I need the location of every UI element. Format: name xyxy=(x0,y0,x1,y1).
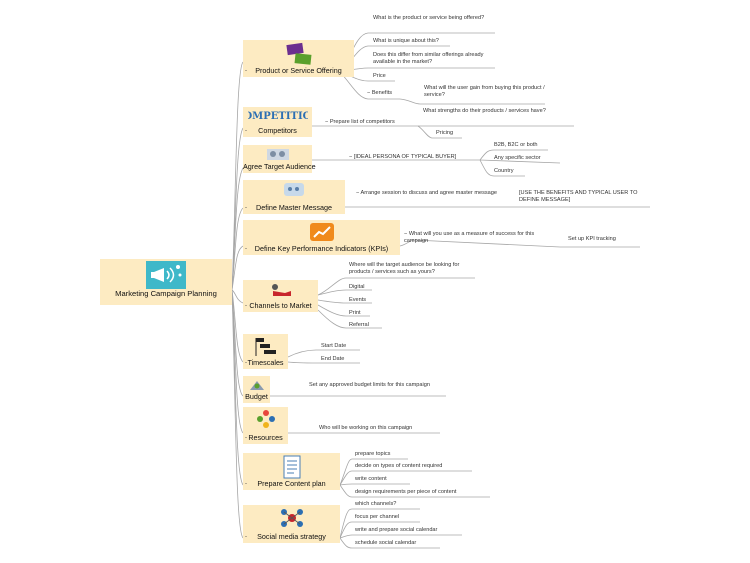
leaf-social-calendar[interactable]: write and prepare social calendar xyxy=(355,527,438,533)
branch-resources[interactable]: - Resources xyxy=(243,407,288,444)
leaf-prepare-list[interactable]: − Prepare list of competitors xyxy=(325,119,395,125)
branch-label: Social media strategy xyxy=(257,532,326,541)
product-boxes-icon xyxy=(285,42,313,71)
leaf-focus-channel[interactable]: focus per channel xyxy=(355,514,400,520)
leaf-differ[interactable]: Does this differ from similar offerings … xyxy=(373,52,484,65)
leaf-user-gain[interactable]: What will the user gain from buying this… xyxy=(424,85,545,98)
branch-label: Prepare Content plan xyxy=(257,479,326,488)
branch-label: Competitors xyxy=(258,126,297,135)
branch-label: Product or Service Offering xyxy=(255,66,342,75)
branch-competitors[interactable]: COMPETITION - Competitors xyxy=(235,107,320,137)
budget-icon xyxy=(248,378,266,397)
leaf-referral[interactable]: Referral xyxy=(349,322,369,328)
leaf-unique[interactable]: What is unique about this? xyxy=(373,38,439,44)
leaf-where-looking[interactable]: Where will the target audience be lookin… xyxy=(349,262,460,275)
branch-kpis[interactable]: - Define Key Performance Indicators (KPI… xyxy=(243,220,400,255)
branch-budget[interactable]: - Budget xyxy=(243,376,270,403)
branch-label: Agree Target Audience xyxy=(243,162,316,171)
leaf-print[interactable]: Print xyxy=(349,310,361,316)
branch-timescales[interactable]: - Timescales xyxy=(243,334,288,369)
resources-icon xyxy=(256,409,276,434)
message-icon xyxy=(283,182,305,205)
megaphone-icon xyxy=(146,261,186,294)
kpi-chart-icon xyxy=(309,222,335,247)
branch-label: Timescales xyxy=(247,358,284,367)
leaf-write-content[interactable]: write content xyxy=(355,476,387,482)
leaf-content-types[interactable]: decide on types of content required xyxy=(355,463,443,469)
social-network-icon xyxy=(280,507,304,534)
branch-label: Budget xyxy=(245,392,268,401)
branch-content-plan[interactable]: - Prepare Content plan xyxy=(243,453,340,490)
leaf-prepare-topics[interactable]: prepare topics xyxy=(355,451,391,457)
leaf-start-date[interactable]: Start Date xyxy=(321,343,347,349)
leaf-use-benefits[interactable]: [USE THE BENEFITS AND TYPICAL USER TO DE… xyxy=(519,190,638,203)
branch-social-media[interactable]: - Social media strategy xyxy=(243,505,340,543)
central-topic-label: Marketing Campaign Planning xyxy=(115,289,217,298)
leaf-budget-limits[interactable]: Set any approved budget limits for this … xyxy=(309,382,430,388)
branch-master-message[interactable]: - Define Master Message xyxy=(243,180,345,214)
document-icon xyxy=(282,455,302,484)
branch-target-audience[interactable]: - Agree Target Audience xyxy=(243,145,316,173)
svg-text:COMPETITION: COMPETITION xyxy=(248,111,308,122)
branch-product-offering[interactable]: - Product or Service Offering xyxy=(243,40,354,77)
leaf-who-working[interactable]: Who will be working on this campaign xyxy=(319,425,413,431)
central-topic[interactable]: Marketing Campaign Planning xyxy=(100,259,232,305)
leaf-arrange-session[interactable]: − Arrange session to discuss and agree m… xyxy=(356,190,498,196)
leaf-design-requirements[interactable]: design requirements per piece of content xyxy=(355,489,457,495)
leaf-events[interactable]: Events xyxy=(349,297,367,303)
leaf-measure-success[interactable]: − What will you use as a measure of succ… xyxy=(404,231,535,244)
leaf-strengths[interactable]: What strengths do their products / servi… xyxy=(423,108,546,114)
leaf-which-channels[interactable]: which channels? xyxy=(355,501,397,507)
branch-label: Define Master Message xyxy=(256,203,332,212)
leaf-benefits[interactable]: − Benefits xyxy=(367,90,393,96)
branch-label: Resources xyxy=(248,433,283,442)
audience-icon xyxy=(266,147,290,166)
channels-icon xyxy=(269,282,293,305)
leaf-ideal-persona[interactable]: − [IDEAL PERSONA OF TYPICAL BUYER] xyxy=(349,154,457,160)
leaf-price[interactable]: Price xyxy=(373,73,386,79)
leaf-what-offered[interactable]: What is the product or service being off… xyxy=(373,15,485,21)
branch-channels[interactable]: - Channels to Market xyxy=(243,280,318,312)
leaf-pricing[interactable]: Pricing xyxy=(436,130,454,136)
leaf-kpi-tracking[interactable]: Set up KPI tracking xyxy=(568,236,616,242)
branch-label: Channels to Market xyxy=(249,301,312,310)
leaf-digital[interactable]: Digital xyxy=(349,284,365,290)
branch-label: Define Key Performance Indicators (KPIs) xyxy=(254,244,389,253)
competition-word-icon: COMPETITION xyxy=(235,108,320,127)
leaf-schedule-calendar[interactable]: schedule social calendar xyxy=(355,540,417,546)
leaf-b2b[interactable]: B2B, B2C or both xyxy=(494,142,538,148)
leaf-end-date[interactable]: End Date xyxy=(321,356,345,362)
leaf-sector[interactable]: Any specific sector xyxy=(494,155,541,161)
leaf-country[interactable]: Country xyxy=(494,168,514,174)
gantt-icon xyxy=(254,336,278,363)
